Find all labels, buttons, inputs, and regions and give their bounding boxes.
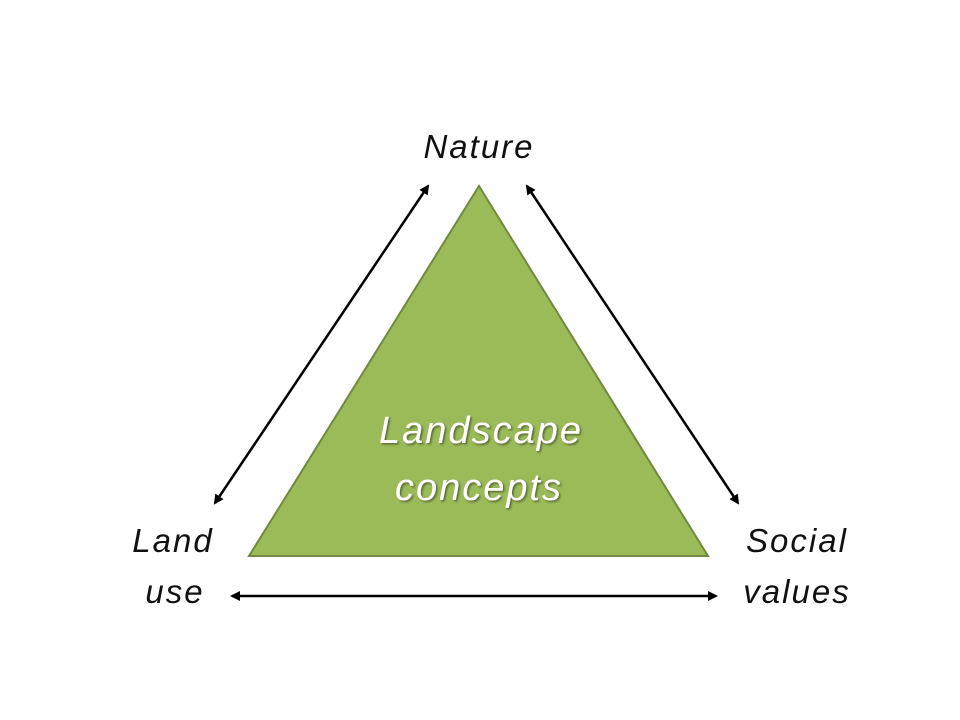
node-land-line2: use (145, 573, 204, 610)
node-land-line1: Land (132, 522, 213, 559)
arrow-nature-landuse (213, 184, 430, 505)
center-label-line2: concepts (395, 467, 563, 509)
center-label-line1: Landscape (379, 410, 583, 452)
node-nature: Nature (423, 128, 534, 165)
node-social-line2: values (743, 573, 850, 610)
node-social-line1: Social (746, 522, 848, 559)
arrow-nature-socialvalues (525, 184, 740, 505)
